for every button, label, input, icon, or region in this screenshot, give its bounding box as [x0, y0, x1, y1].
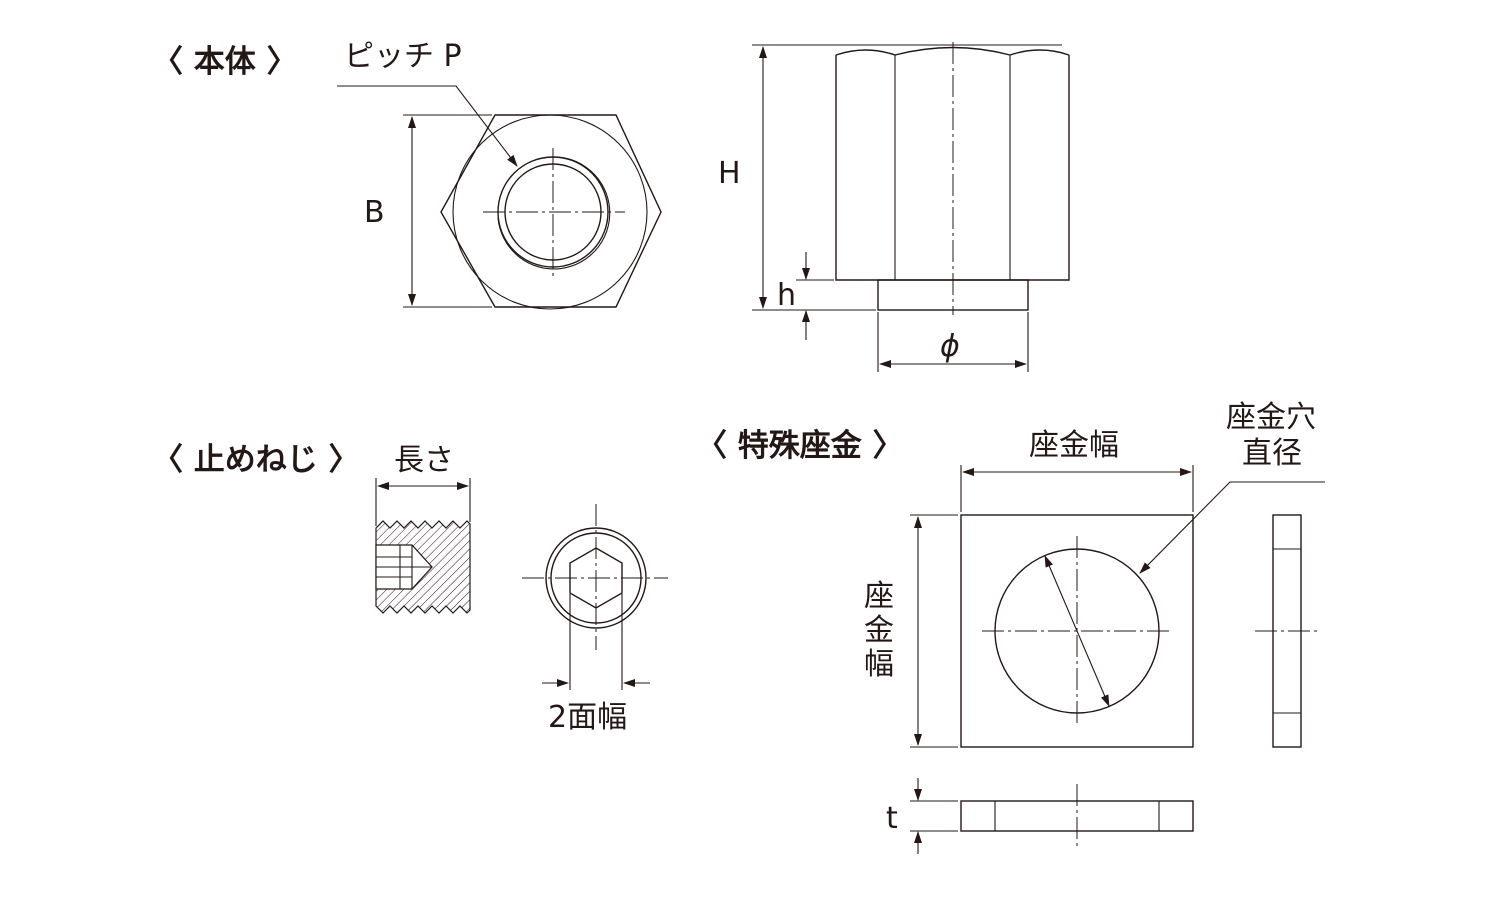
dimension-phi [877, 312, 1029, 372]
dimension-length [375, 478, 471, 526]
washer-bottom-view [960, 784, 1194, 848]
label-washer-width-top: 座金幅 [1029, 428, 1119, 463]
set-screw-end-view [522, 504, 668, 650]
body-side-view [835, 42, 1070, 315]
dimension-B [403, 114, 492, 308]
label-washer-hole-line2: 直径 [1242, 436, 1302, 471]
dimension-washer-width-side [910, 514, 958, 748]
label-B: B [364, 195, 385, 230]
label-washer-width-side-1: 座 [864, 579, 894, 614]
label-length: 長さ [394, 443, 454, 478]
label-t: t [886, 801, 898, 836]
section-title-set-screw: 〈 止めねじ 〉 [152, 442, 360, 478]
washer-front-view [960, 514, 1194, 748]
label-washer-width-side-3: 幅 [864, 647, 894, 682]
label-washer-width-side-2: 金 [864, 613, 894, 648]
label-H: H [718, 156, 741, 191]
dimension-washer-width-top [960, 465, 1194, 512]
label-phi: ϕ [940, 329, 960, 364]
label-across-flats: 2面幅 [548, 700, 627, 735]
dimension-t [910, 778, 958, 854]
section-title-washer: 〈 特殊座金 〉 [696, 428, 904, 464]
dimension-h [796, 252, 834, 340]
set-screw-side-view [375, 520, 471, 614]
label-h: h [777, 278, 796, 313]
label-pitch: ピッチ P [344, 39, 462, 74]
label-washer-hole-line1: 座金穴 [1226, 400, 1316, 435]
dimension-across-flats [542, 594, 650, 690]
section-title-body: 〈 本体 〉 [152, 44, 298, 80]
body-front-view [440, 114, 662, 310]
dimension-H [752, 44, 1062, 311]
washer-right-view [1255, 514, 1318, 748]
